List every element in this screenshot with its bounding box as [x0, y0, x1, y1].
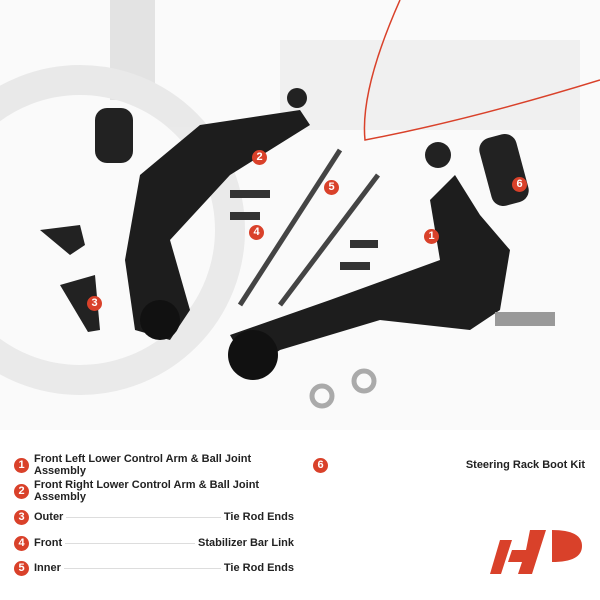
legend-value: Steering Rack Boot Kit: [465, 459, 585, 471]
legend-value: Tie Rod Ends: [223, 562, 294, 574]
legend-item-2: 2 Front Right Lower Control Arm & Ball J…: [14, 479, 294, 503]
ball-joint: [425, 142, 451, 168]
legend-item-4: 4 Front Stabilizer Bar Link: [14, 535, 294, 551]
stabilizer-link: [230, 190, 270, 198]
brand-logo: [490, 530, 582, 574]
bushing: [228, 330, 278, 380]
legend-value: Stabilizer Bar Link: [198, 537, 294, 549]
legend-badge: 4: [14, 535, 29, 551]
callout-5: 5: [324, 180, 339, 195]
stabilizer-link: [350, 240, 378, 248]
callout-4: 4: [249, 225, 264, 240]
legend-label: Outer: [34, 511, 64, 523]
legend-value: Tie Rod Ends: [223, 511, 294, 523]
control-arm-left: [230, 175, 510, 370]
bushing-bolt: [495, 312, 555, 326]
callout-3: 3: [87, 296, 102, 311]
outer-tie-rod-end: [60, 275, 100, 332]
bushing: [140, 300, 180, 340]
legend-item-1: 1 Front Left Lower Control Arm & Ball Jo…: [14, 453, 294, 477]
legend-label: Front Right Lower Control Arm & Ball Joi…: [34, 479, 260, 503]
legend-label: Front Left Lower Control Arm & Ball Join…: [34, 453, 252, 477]
rack-boot: [95, 108, 133, 163]
stabilizer-link: [230, 212, 260, 220]
legend-badge: 2: [14, 483, 29, 499]
outer-tie-rod-end: [40, 225, 85, 255]
product-photo: [0, 0, 600, 409]
inner-tie-rod: [278, 173, 380, 307]
ball-joint: [287, 88, 307, 108]
legend-badge: 5: [14, 560, 29, 576]
legend-item-5: 5 Inner Tie Rod Ends: [14, 560, 294, 576]
washer: [309, 383, 335, 409]
legend-label: Front: [34, 537, 63, 549]
stabilizer-link: [340, 262, 370, 270]
inner-tie-rod: [237, 148, 343, 307]
callout-2: 2: [252, 150, 267, 165]
accent-curve: [363, 0, 600, 141]
background-vehicle: [0, 0, 580, 395]
washer: [351, 368, 377, 394]
legend-item-3: 3 Outer Tie Rod Ends: [14, 509, 294, 525]
legend-item-6: 6 Steering Rack Boot Kit: [313, 457, 585, 473]
leader-line: [66, 516, 221, 518]
control-arm-right: [125, 110, 310, 340]
leader-line: [65, 542, 196, 544]
legend-badge: 3: [14, 509, 29, 525]
legend-label: Inner: [34, 562, 61, 574]
callout-6: 6: [512, 177, 527, 192]
leader-line: [63, 567, 221, 569]
legend-badge: 6: [313, 457, 328, 473]
callout-1: 1: [424, 229, 439, 244]
legend-badge: 1: [14, 457, 29, 473]
